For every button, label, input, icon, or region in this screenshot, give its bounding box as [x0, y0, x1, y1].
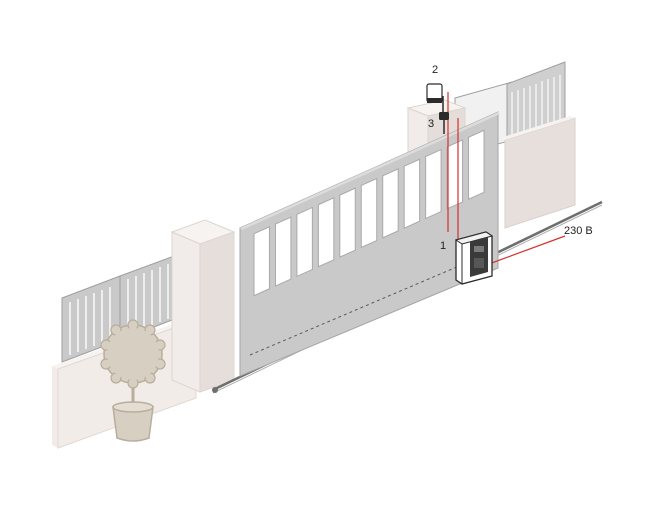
gate-slat	[382, 168, 399, 239]
potted-tree-icon	[100, 319, 166, 442]
photocell-icon	[439, 112, 449, 134]
gate-slat	[425, 148, 442, 220]
left-pillar	[170, 219, 236, 393]
label-photocell: 3	[428, 118, 435, 130]
gate-slat	[360, 177, 378, 249]
warning-lamp-icon	[426, 83, 444, 112]
gate-slat	[317, 197, 335, 268]
gate-slats	[253, 129, 485, 297]
gate-slat	[468, 129, 485, 201]
gate-slat	[296, 206, 313, 278]
label-motor: 1	[440, 240, 447, 252]
gate-slat	[339, 187, 356, 258]
label-lamp: 2	[432, 64, 439, 76]
gate-motor-icon	[454, 231, 494, 285]
gate-slat	[274, 216, 292, 287]
gate-slat	[446, 139, 464, 210]
gate-slat	[403, 158, 421, 229]
right-wall	[500, 116, 576, 229]
label-power: 230 В	[564, 225, 593, 237]
gate-slat	[253, 225, 270, 297]
